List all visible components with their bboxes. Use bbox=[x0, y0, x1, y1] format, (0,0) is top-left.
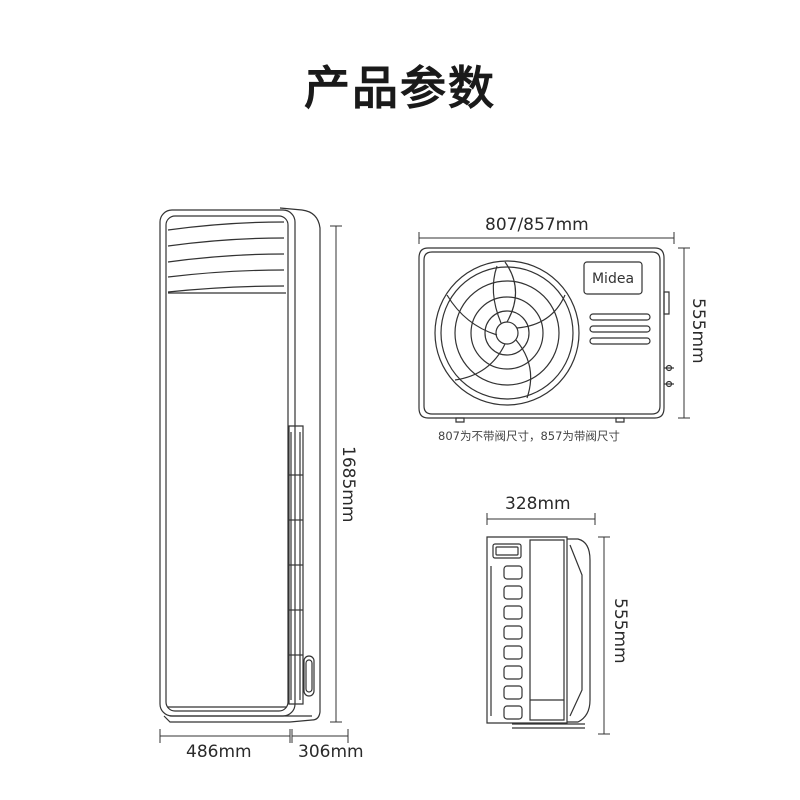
outdoor-side-dimension-lines bbox=[487, 513, 610, 734]
indoor-depth-label: 306mm bbox=[298, 742, 364, 762]
outdoor-height-label: 555mm bbox=[688, 298, 708, 364]
svg-text:Midea: Midea bbox=[592, 271, 634, 287]
outdoor-side-depth-label: 328mm bbox=[505, 494, 571, 514]
outdoor-side-height-label: 555mm bbox=[610, 598, 630, 664]
midea-logo: Midea bbox=[592, 271, 634, 287]
outdoor-unit-side-drawing bbox=[487, 537, 590, 728]
outdoor-width-label: 807/857mm bbox=[485, 215, 589, 235]
indoor-unit-drawing bbox=[160, 208, 320, 722]
page-title: 产品参数 bbox=[304, 61, 496, 115]
outdoor-unit-front-drawing bbox=[419, 248, 674, 422]
indoor-height-label: 1685mm bbox=[338, 446, 358, 523]
indoor-dimension-lines bbox=[160, 226, 348, 743]
indoor-width-label: 486mm bbox=[186, 742, 252, 762]
outdoor-front-dimension-lines bbox=[419, 232, 690, 418]
valve-size-note: 807为不带阀尺寸，857为带阀尺寸 bbox=[438, 429, 620, 443]
